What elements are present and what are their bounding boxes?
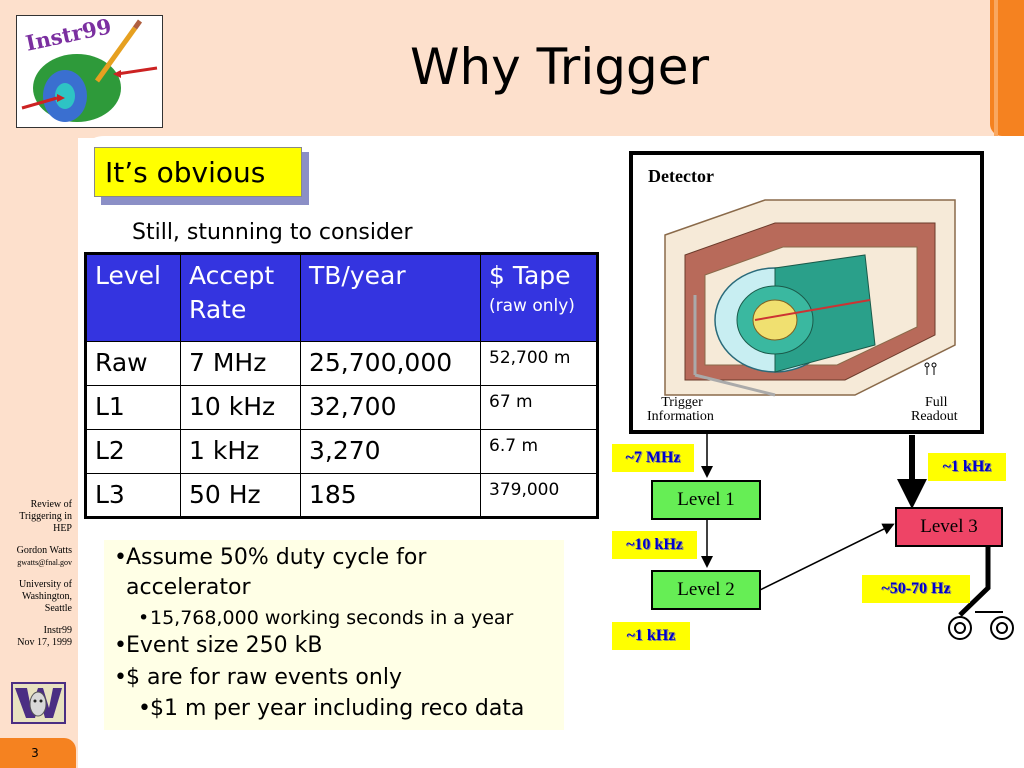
cell-rate: 10 kHz	[180, 385, 301, 430]
list-item-continuation: accelerator	[126, 575, 251, 600]
corner-accent	[990, 0, 1024, 136]
list-item: •Assume 50% duty cycle for	[114, 545, 427, 570]
cell-tape: 379,000	[480, 473, 598, 518]
trigger-information-label-2: Information	[647, 409, 714, 424]
detector-cutaway-icon	[664, 199, 956, 397]
sidebar-band	[0, 0, 78, 768]
sidebar-info: Review of Triggering in HEP Gordon Watts…	[0, 499, 72, 649]
sidebar-affiliation: Washington,	[21, 591, 72, 602]
callout-box: It’s obvious	[94, 147, 302, 197]
table-row: L2 1 kHz 3,270 6.7 m	[85, 429, 598, 474]
cell-tape: 67 m	[480, 385, 598, 430]
cell-level: Raw	[85, 341, 181, 386]
sidebar-author: Gordon Watts	[16, 545, 72, 556]
trigger-information-label: Trigger	[661, 395, 703, 410]
cell-level: L1	[85, 385, 181, 430]
cell-tape: 6.7 m	[480, 429, 598, 474]
header-band	[0, 0, 1024, 138]
full-readout-label-2: Readout	[911, 409, 958, 424]
cell-rate: 7 MHz	[180, 341, 301, 386]
table-row: L1 10 kHz 32,700 67 m	[85, 385, 598, 430]
header-accept-rate: Accept Rate	[180, 253, 301, 342]
table-caption: Still, stunning to consider	[132, 220, 413, 245]
list-subitem: •15,768,000 working seconds in a year	[138, 607, 514, 629]
table-row: Raw 7 MHz 25,700,000 52,700 m	[85, 341, 598, 386]
header-tape: $ Tape (raw only)	[480, 253, 598, 342]
header-tb-year: TB/year	[300, 253, 481, 342]
rate-label: ~1 kHz	[612, 622, 690, 650]
level-2-box: Level 2	[651, 570, 761, 610]
sidebar-email: gwatts@fnal.gov	[17, 558, 72, 567]
cell-rate: 50 Hz	[180, 473, 301, 518]
university-logo	[11, 682, 66, 724]
sidebar-affiliation: University of	[18, 579, 72, 590]
sidebar-line: HEP	[53, 523, 72, 534]
cell-tb: 25,700,000	[300, 341, 481, 386]
level-3-box: Level 3	[895, 507, 1003, 547]
list-subitem: •$1 m per year including reco data	[138, 696, 525, 721]
cell-tb: 3,270	[300, 429, 481, 474]
cell-level: L2	[85, 429, 181, 474]
cell-tb: 32,700	[300, 385, 481, 430]
table-header-row: Level Accept Rate TB/year $ Tape (raw on…	[85, 253, 598, 342]
cell-level: L3	[85, 473, 181, 518]
rate-label: ~1 kHz	[928, 453, 1006, 481]
page-number: 3	[31, 746, 39, 760]
sidebar-line: Triggering in	[19, 511, 72, 522]
rate-label: ~7 MHz	[612, 444, 694, 472]
trigger-rate-table: Level Accept Rate TB/year $ Tape (raw on…	[84, 252, 599, 519]
level-1-box: Level 1	[651, 480, 761, 520]
list-item: •$ are for raw events only	[114, 665, 402, 690]
sidebar-affiliation: Seattle	[44, 603, 72, 614]
detector-cartoon-icon	[21, 19, 158, 122]
sidebar-conference: Instr99	[43, 625, 72, 636]
husky-w-icon	[15, 688, 62, 718]
detector-label: Detector	[648, 166, 714, 186]
assumptions-list: •Assume 50% duty cycle for accelerator •…	[104, 540, 564, 730]
rate-label: ~10 kHz	[612, 531, 697, 559]
slide-title: Why Trigger	[410, 38, 710, 96]
list-item: •Event size 250 kB	[114, 633, 323, 658]
header-level: Level	[85, 253, 181, 342]
cell-rate: 1 kHz	[180, 429, 301, 474]
rate-label: ~50-70 Hz	[862, 575, 970, 603]
cell-tape: 52,700 m	[480, 341, 598, 386]
full-readout-label: Full	[925, 395, 948, 410]
sidebar-line: Review of	[30, 499, 72, 510]
table-row: L3 50 Hz 185 379,000	[85, 473, 598, 518]
page-number-box	[0, 738, 76, 768]
cell-tb: 185	[300, 473, 481, 518]
sidebar-date: Nov 17, 1999	[17, 637, 72, 648]
conference-logo: Instr99	[16, 15, 163, 128]
